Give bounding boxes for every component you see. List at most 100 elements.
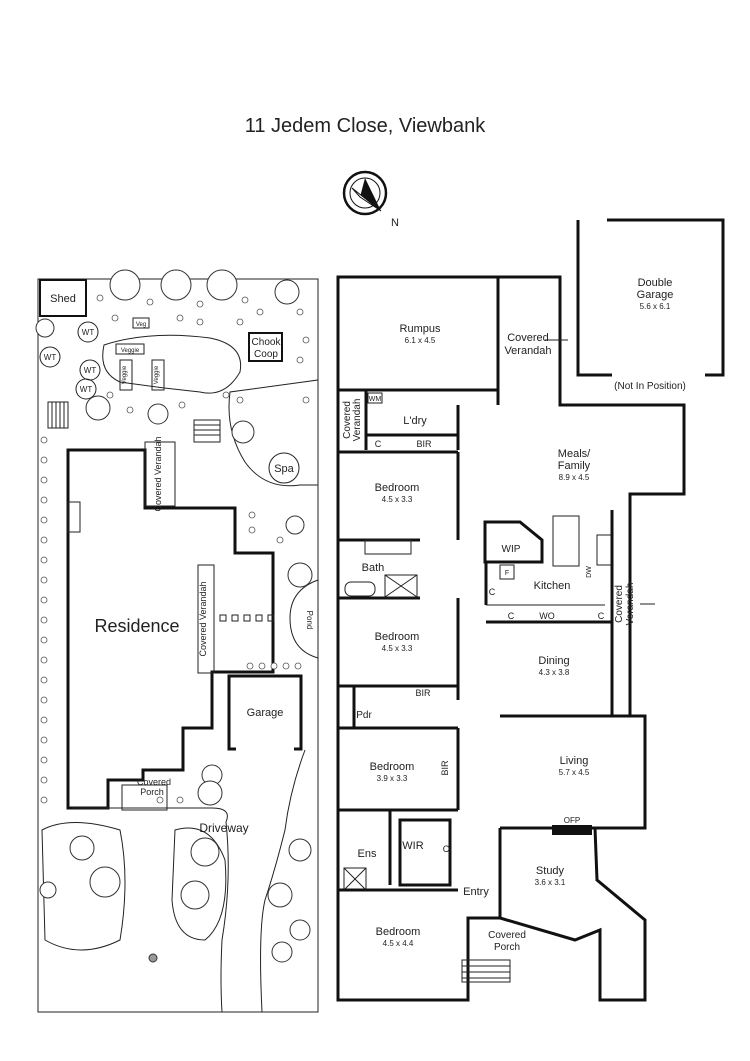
garage-label: Garage [247,707,284,719]
fridge [499,564,515,580]
residence-outline [66,448,275,810]
room-bedroom-2-size: 4.5 x 3.3 [382,644,413,653]
bath-label: Bath [362,562,385,574]
pond [289,579,319,659]
driveway-edge [220,821,229,1013]
driveway-edge [260,749,306,1013]
water-tank-label: WT [80,385,93,394]
covered-verandah-label: Covered Verandah [153,436,163,511]
covered-verandah-label: Verandah [504,345,551,357]
cupboard-label: C [508,611,515,621]
covered-porch-label: Covered [137,777,171,787]
room-bedroom-1-size: 4.5 x 3.3 [382,495,413,504]
veg-bed [132,317,150,329]
site-plan: Shed WT WT WT WT Veg Veggie Veggie Veggi… [35,269,319,1013]
covered-porch [121,784,168,811]
covered-verandah-label: Covered [614,585,625,623]
laundry-label: L'dry [403,415,427,427]
shower [384,574,418,598]
covered-verandah-label: Covered [507,332,549,344]
shrubs [40,294,310,804]
shed [39,279,87,317]
double-garage-outline [576,218,725,377]
wm-label: WM [369,396,382,403]
room-bedroom-1-name: Bedroom [375,482,420,494]
chook-coop [248,332,283,362]
covered-verandah-side [197,564,215,674]
room-meals-family-size: 8.9 x 4.5 [559,473,590,482]
chook-coop-label: Chook [252,337,282,348]
room-dining-size: 4.3 x 3.8 [539,668,570,677]
dw-label: DW [586,566,593,578]
room-rumpus-name: Rumpus [400,323,441,335]
wir-label: WIR [402,840,423,852]
fridge-label: F [505,570,509,577]
page-title: 11 Jedem Close, Viewbank [245,115,487,137]
pond-label: Pond [305,611,314,630]
room-meals-family-name: Family [558,460,591,472]
chook-coop-label: Coop [254,349,278,360]
water-tank-label: WT [82,328,95,337]
porch-steps [461,959,511,983]
front-garden-mid [171,827,227,941]
cupboard-label: C [443,844,450,854]
room-double-garage-name: Garage [637,289,674,301]
cupboard-label: C [598,611,605,621]
covered-verandah-label: Covered Verandah [198,581,208,656]
ens-label: Ens [358,848,377,860]
covered-porch-label: Porch [494,942,520,953]
room-study-size: 3.6 x 3.1 [535,878,566,887]
veggie-label: Veggie [121,348,140,354]
residence-bay [67,501,81,533]
exterior-walls [336,275,686,1002]
shed-label: Shed [50,293,76,305]
wo-label: WO [539,611,555,621]
covered-verandah-label: Verandah [352,399,363,442]
room-study-name: Study [536,865,565,877]
bir-label: BIR [416,439,432,449]
double-garage-note: (Not In Position) [614,381,686,392]
wip-walls [483,520,544,564]
vanity [364,539,412,555]
cupboard-label: C [489,587,496,597]
front-yard-tree [148,953,158,963]
spa [268,452,300,484]
driveway-edge [72,807,228,823]
veggie-label: Veggie [154,365,160,384]
entry-label: Entry [463,886,489,898]
water-tanks: WT WT WT WT [39,321,101,400]
room-bedroom-4-size: 4.5 x 4.4 [383,939,414,948]
spa-label: Spa [274,463,294,475]
fireplace [552,825,592,835]
residence-label: Residence [94,616,179,636]
room-double-garage-size: 5.6 x 6.1 [640,302,671,311]
covered-verandah-top [144,441,176,507]
covered-verandah-label: Verandah [625,583,636,626]
room-bedroom-4-name: Bedroom [376,926,421,938]
kitchen-island [552,515,580,567]
room-rumpus-size: 6.1 x 4.5 [405,336,436,345]
bir-label: BIR [440,760,450,776]
garden-steps [47,401,221,443]
room-dining-name: Dining [538,655,569,667]
room-living-name: Living [560,755,589,767]
ofp-label: OFP [564,816,580,825]
veg-label: Veg [136,322,146,328]
wm-box [367,392,383,404]
bir-label: BIR [415,688,431,698]
water-tank-label: WT [84,366,97,375]
covered-porch-label: Covered [488,930,526,941]
trees [35,269,313,963]
veggie-bed [151,359,165,391]
room-bedroom-3-name: Bedroom [370,761,415,773]
wir-walls [398,818,452,887]
wip-label: WIP [502,544,521,555]
floor-plan: Rumpus 6.1 x 4.5 Covered Verandah Double… [336,218,725,1002]
cupboard-label: C [375,439,382,449]
room-double-garage-name: Double [638,277,673,289]
veggie-bed [119,359,133,391]
pdr-label: Pdr [356,710,372,721]
room-meals-family-name: Meals/ [558,448,591,460]
room-living-size: 5.7 x 4.5 [559,768,590,777]
